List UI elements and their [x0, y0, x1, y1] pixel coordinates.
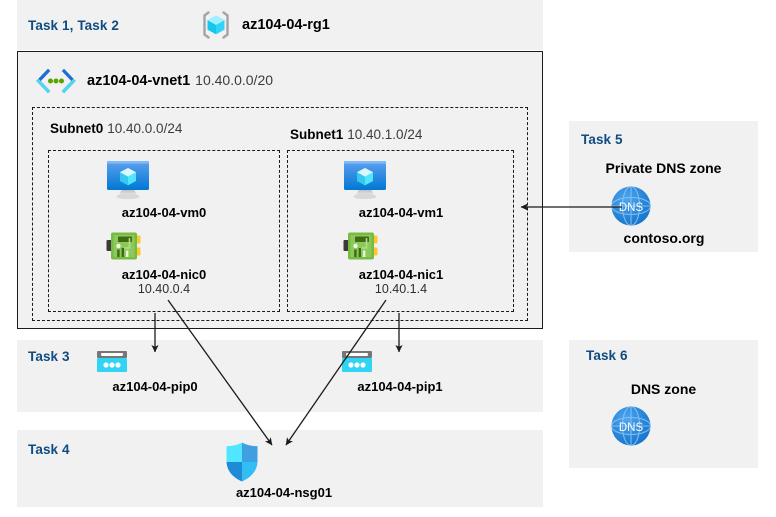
nsg-name: az104-04-nsg01 — [235, 485, 333, 500]
subnets-group-box — [32, 107, 528, 321]
nsg-node[interactable]: az104-04-nsg01 — [224, 441, 344, 500]
subnet0-name: Subnet0 — [50, 121, 104, 136]
virtual-machine-icon — [341, 157, 461, 203]
private-dns-zone-heading: Private DNS zone — [605, 160, 722, 176]
vm0-name: az104-04-vm0 — [121, 205, 207, 220]
virtual-network-icon — [34, 68, 78, 94]
vnet-panel — [17, 51, 543, 329]
nic0-ip: 10.40.0.4 — [137, 282, 191, 296]
pip1-name: az104-04-pip1 — [357, 379, 443, 394]
vm0-node[interactable]: az104-04-vm0 — [104, 157, 224, 220]
dns-zone-heading: DNS zone — [630, 381, 697, 397]
task6-panel — [569, 340, 758, 468]
resource-group-header: az104-04-rg1 — [199, 8, 330, 42]
nic1-node[interactable]: az104-04-nic1 10.40.1.4 — [341, 229, 461, 297]
nic0-name: az104-04-nic0 — [121, 267, 207, 282]
task5-panel — [569, 121, 758, 252]
resource-group-name: az104-04-rg1 — [242, 17, 330, 33]
vm1-node[interactable]: az104-04-vm1 — [341, 157, 461, 220]
task-label-4: Task 4 — [28, 442, 70, 457]
virtual-machine-icon — [104, 157, 224, 203]
svg-text:DNS: DNS — [619, 422, 644, 434]
resource-group-icon — [199, 8, 233, 42]
vm1-name: az104-04-vm1 — [358, 205, 444, 220]
resource-group-panel — [17, 0, 543, 50]
vnet-name: az104-04-vnet1 — [87, 73, 191, 89]
task4-panel — [17, 430, 543, 507]
nic1-ip: 10.40.1.4 — [374, 282, 428, 296]
vnet-cidr: 10.40.0.0/20 — [195, 72, 274, 88]
pip0-name: az104-04-pip0 — [112, 379, 198, 394]
dns-zone-icon: DNS — [609, 404, 719, 448]
subnet1-name: Subnet1 — [290, 127, 344, 142]
private-dns-zone-node[interactable]: DNS contoso.org — [609, 184, 719, 246]
network-interface-icon — [341, 229, 461, 265]
subnet0-box — [48, 150, 280, 312]
public-ip-address-icon — [95, 349, 215, 377]
nic1-name: az104-04-nic1 — [358, 267, 444, 282]
subnet0-cidr: 10.40.0.0/24 — [107, 121, 183, 136]
network-interface-icon — [104, 229, 224, 265]
svg-text:DNS: DNS — [619, 202, 644, 214]
dns-zone-icon: DNS — [609, 184, 719, 228]
task-label-3: Task 3 — [28, 349, 70, 364]
pip0-node[interactable]: az104-04-pip0 — [95, 349, 215, 394]
subnet1-cidr: 10.40.1.0/24 — [347, 127, 423, 142]
subnet1-box — [287, 150, 514, 312]
task-label-6: Task 6 — [586, 348, 628, 363]
task-label-5: Task 5 — [581, 132, 623, 147]
public-ip-address-icon — [340, 349, 460, 377]
dns-zone-node[interactable]: DNS — [609, 404, 719, 448]
nic0-node[interactable]: az104-04-nic0 10.40.0.4 — [104, 229, 224, 297]
private-dns-zone-name: contoso.org — [623, 230, 705, 246]
pip1-node[interactable]: az104-04-pip1 — [340, 349, 460, 394]
task-label-1-2: Task 1, Task 2 — [28, 18, 119, 33]
network-security-group-icon — [224, 441, 344, 483]
